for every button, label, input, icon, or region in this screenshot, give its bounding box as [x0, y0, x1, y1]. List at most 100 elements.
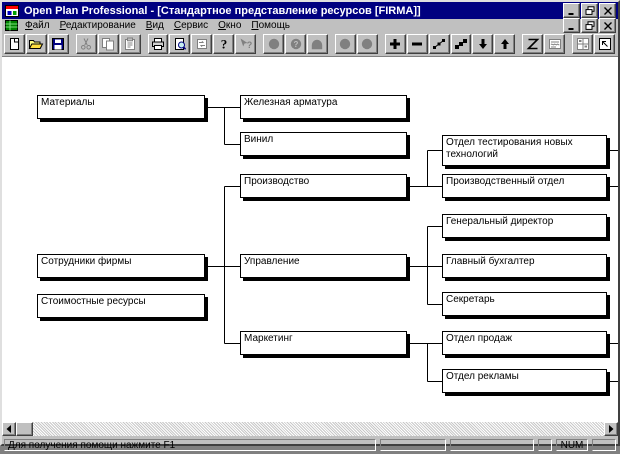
copy-icon	[100, 37, 116, 51]
resource-box[interactable]: Отдел рекламы	[442, 369, 607, 393]
resource-box[interactable]: Маркетинг	[240, 331, 407, 355]
menu-items: Файл Редактирование Вид Сервис Окно Помощь	[20, 20, 295, 31]
menu-window[interactable]: Окно	[218, 20, 242, 31]
copy-button	[97, 33, 119, 54]
mdi-window-buttons	[563, 18, 616, 33]
help-icon: ?	[216, 37, 232, 51]
menu-edit[interactable]: Редактирование	[59, 20, 136, 31]
move-up-button[interactable]	[494, 33, 516, 54]
status-panel-2	[450, 439, 534, 451]
new-button[interactable]	[4, 33, 25, 54]
resource-box[interactable]: Производство	[240, 174, 407, 198]
mdi-minimize-button[interactable]	[563, 18, 580, 33]
save-icon	[50, 37, 66, 51]
resource-box[interactable]: Секретарь	[442, 292, 607, 316]
node-circle-2-icon	[359, 37, 375, 51]
status-panel-1	[380, 439, 446, 451]
expand-window-button[interactable]	[594, 33, 615, 54]
scroll-right-button[interactable]	[604, 422, 618, 436]
menu-help[interactable]: Помощь	[251, 20, 291, 31]
cut-icon	[78, 37, 94, 51]
scroll-left-button[interactable]	[2, 422, 16, 436]
menubar: Файл Редактирование Вид Сервис Окно Помощь	[2, 18, 618, 33]
menu-file[interactable]: Файл	[25, 20, 50, 31]
resource-box[interactable]: Главный бухгалтер	[442, 254, 607, 278]
paste-button	[119, 33, 141, 54]
window-title: Open Plan Professional - [Стандартное пр…	[24, 4, 421, 17]
print-icon	[150, 37, 166, 51]
remove-button[interactable]	[406, 33, 428, 54]
window-restore-button[interactable]	[581, 3, 598, 18]
resource-box[interactable]: Железная арматура	[240, 95, 407, 119]
resource-box[interactable]: Генеральный директор	[442, 214, 607, 238]
resource-box[interactable]: Производственный отдел	[442, 174, 607, 198]
tile-windows-icon	[575, 37, 591, 51]
notes-button	[544, 33, 566, 54]
resource-circle-query-button: ?	[285, 33, 306, 54]
menu-tools[interactable]: Сервис	[173, 20, 209, 31]
open-button[interactable]	[25, 33, 47, 54]
resource-dome-icon	[309, 37, 325, 51]
resource-box[interactable]: Стоимостные ресурсы	[37, 294, 205, 318]
steps-icon	[453, 37, 469, 51]
open-icon	[28, 37, 44, 51]
node-circle-1-icon	[337, 37, 353, 51]
resource-box[interactable]: Отдел тестирования новых технологий	[442, 135, 607, 166]
svg-text:?: ?	[221, 37, 228, 51]
move-down-button[interactable]	[472, 33, 494, 54]
resource-dome-button	[306, 33, 328, 54]
move-down-icon	[475, 37, 491, 51]
zigzag-icon	[525, 37, 541, 51]
print-preview-button[interactable]	[169, 33, 191, 54]
window-minimize-button[interactable]	[563, 3, 580, 18]
toolbar: ???	[2, 32, 618, 57]
add-button[interactable]	[384, 33, 406, 54]
context-help-button: ?	[235, 33, 257, 54]
paste-icon	[122, 37, 138, 51]
resource-box[interactable]: Управление	[240, 254, 407, 278]
status-panel-4	[592, 439, 616, 451]
move-up-icon	[497, 37, 513, 51]
new-icon	[6, 37, 22, 51]
minimize-icon	[567, 6, 577, 15]
resource-box[interactable]: Отдел продаж	[442, 331, 607, 355]
print-button[interactable]	[147, 33, 169, 54]
resource-box[interactable]: Материалы	[37, 95, 205, 119]
add-icon	[387, 37, 403, 51]
resource-box[interactable]: Винил	[240, 132, 407, 156]
mdi-restore-button[interactable]	[581, 18, 598, 33]
restore-icon	[585, 6, 595, 15]
tile-windows-button	[572, 33, 594, 54]
save-button[interactable]	[47, 33, 69, 54]
link-button[interactable]	[428, 33, 450, 54]
import-export-icon	[194, 37, 210, 51]
notes-icon	[547, 37, 563, 51]
steps-button[interactable]	[450, 33, 472, 54]
remove-icon	[409, 37, 425, 51]
cut-button	[75, 33, 97, 54]
mdi-close-button[interactable]	[599, 18, 616, 33]
scrollbar-thumb[interactable]	[16, 422, 33, 436]
resource-circle-query-icon: ?	[288, 37, 304, 51]
import-export-button	[191, 33, 213, 54]
link-icon	[431, 37, 447, 51]
status-panel-3	[538, 439, 552, 451]
menu-view[interactable]: Вид	[145, 20, 164, 31]
num-lock-indicator: NUM	[556, 439, 588, 451]
resource-circle-icon	[266, 37, 282, 51]
status-message: Для получения помощи нажмите F1	[4, 439, 376, 451]
svg-text:?: ?	[293, 40, 298, 49]
connector-lines	[205, 107, 618, 382]
help-button[interactable]: ?	[213, 33, 235, 54]
restore-icon	[585, 21, 595, 30]
window-close-button[interactable]	[599, 3, 616, 18]
close-icon	[603, 6, 613, 15]
close-icon	[603, 21, 613, 30]
resource-box[interactable]: Сотрудники фирмы	[37, 254, 205, 278]
statusbar: Для получения помощи нажмите F1 NUM	[2, 436, 618, 454]
horizontal-scrollbar[interactable]	[2, 422, 618, 436]
titlebar-buttons	[563, 3, 616, 18]
zigzag-button[interactable]	[522, 33, 544, 54]
